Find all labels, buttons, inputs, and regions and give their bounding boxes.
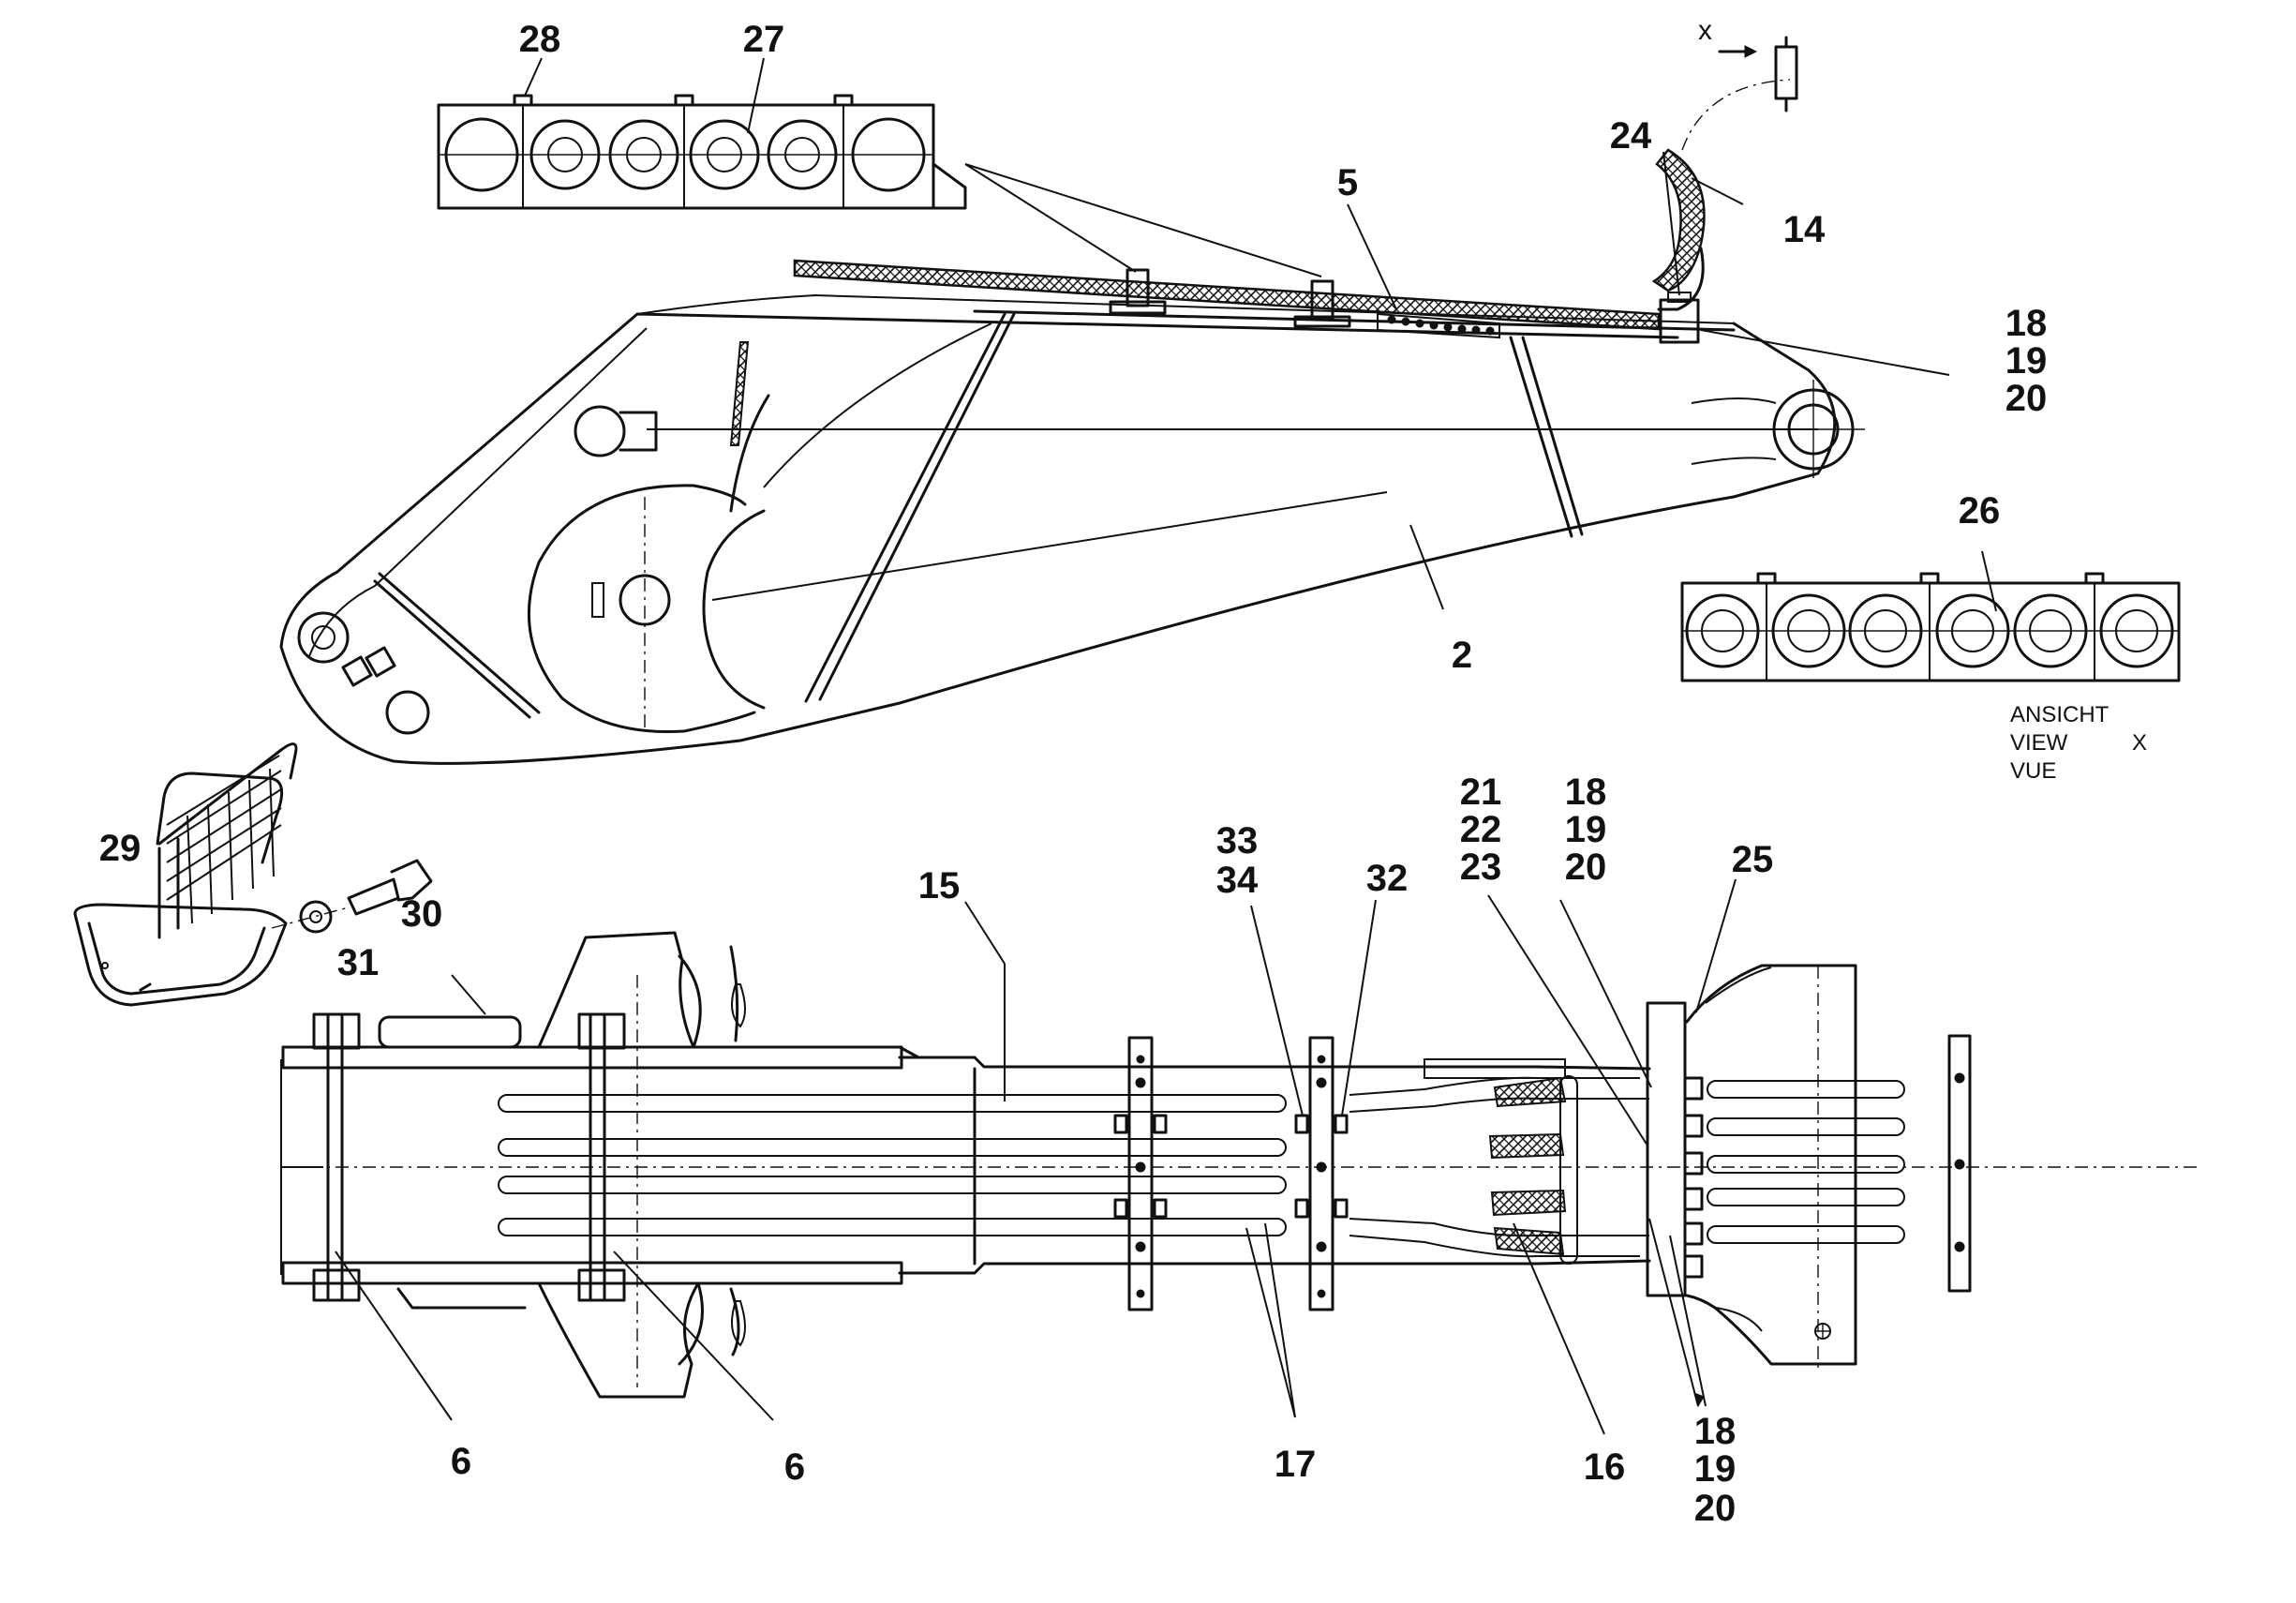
view-caption-ansicht: ANSICHT	[2010, 702, 2110, 727]
view-caption-letter: X	[2132, 730, 2147, 756]
callout-18-mid: 18	[1565, 772, 1607, 813]
callout-20-bottom: 20	[1694, 1488, 1737, 1529]
view-caption-vue: VUE	[2010, 758, 2056, 784]
callout-18-top: 18	[2005, 303, 2048, 344]
hose-14	[1651, 36, 1798, 311]
callout-26: 26	[1959, 490, 2001, 532]
callout-34: 34	[1216, 860, 1259, 901]
callout-25: 25	[1732, 839, 1774, 880]
leader-lines	[335, 57, 1997, 1435]
clamp-block-top	[437, 94, 967, 210]
callout-21: 21	[1460, 772, 1502, 813]
view-caption: ANSICHT VIEW VUE X	[2010, 702, 2147, 784]
callout-32: 32	[1366, 858, 1409, 899]
callout-14: 14	[1783, 209, 1826, 250]
callout-2: 2	[1452, 635, 1472, 676]
bolt-30	[271, 859, 433, 934]
callout-33: 33	[1216, 820, 1259, 861]
view-marker-x: x	[1698, 15, 1712, 46]
callout-6-left: 6	[451, 1441, 471, 1482]
callout-19-top: 19	[2005, 340, 2048, 382]
callout-15: 15	[918, 865, 961, 906]
callout-20-mid: 20	[1565, 846, 1607, 888]
callout-19-bottom: 19	[1694, 1448, 1737, 1490]
callout-5: 5	[1337, 162, 1358, 203]
callout-23: 23	[1460, 846, 1502, 888]
callout-6-center: 6	[784, 1446, 805, 1488]
callout-29: 29	[99, 828, 142, 869]
callout-27: 27	[743, 19, 785, 60]
callout-labels: 28 27 24 14 5 18 19 20 26 2 29 30 31 15 …	[99, 19, 2048, 1529]
callout-31: 31	[337, 942, 380, 983]
callout-17: 17	[1275, 1444, 1317, 1485]
boom-top-view	[280, 931, 2202, 1399]
callout-22: 22	[1460, 809, 1502, 850]
callout-28: 28	[519, 19, 561, 60]
view-caption-view: VIEW	[2010, 730, 2068, 756]
clamp-block-right	[1680, 572, 2181, 682]
callout-19-mid: 19	[1565, 809, 1607, 850]
boom-side-view	[279, 259, 1950, 765]
callout-30: 30	[401, 893, 443, 935]
callout-18-bottom: 18	[1694, 1411, 1737, 1452]
grille-29	[73, 742, 298, 1007]
callout-20-top: 20	[2005, 378, 2048, 419]
callout-24: 24	[1610, 115, 1652, 157]
callout-16: 16	[1584, 1446, 1626, 1488]
